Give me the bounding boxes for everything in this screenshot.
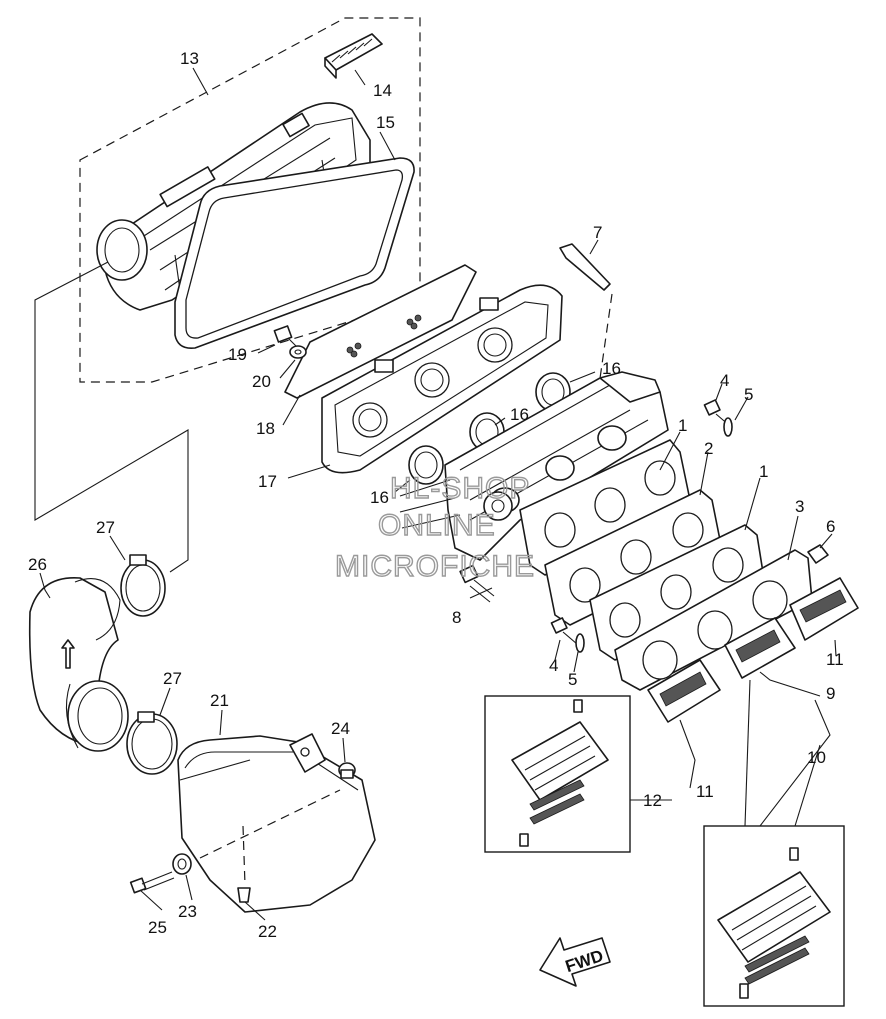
airbox-plate	[284, 264, 477, 399]
callout-4-a: 4	[720, 371, 729, 390]
callout-20: 20	[252, 372, 271, 391]
callout-27-b: 27	[163, 669, 182, 688]
callout-15: 15	[376, 113, 395, 132]
callout-26: 26	[28, 555, 47, 574]
callout-14: 14	[373, 81, 392, 100]
airbox-base	[321, 284, 563, 474]
bolt-4-upper	[703, 399, 731, 427]
callout-2: 2	[704, 439, 713, 458]
callout-1-a: 1	[678, 416, 687, 435]
callout-8: 8	[452, 608, 461, 627]
callout-labels: 13 14 15 7 19 20 18 17 16 16 16 4 5 1 2 …	[28, 49, 844, 941]
reed-valve-block-b	[724, 617, 796, 679]
bolt-8	[459, 564, 495, 603]
callout-1-b: 1	[759, 462, 768, 481]
bolt-19	[273, 325, 297, 347]
bolt-25	[129, 871, 175, 894]
clip-6	[807, 544, 829, 564]
watermark: HL-SHOP ONLINE MICROFICHE	[334, 471, 535, 583]
bolt-4-lower	[550, 617, 578, 645]
reed-valve-block-a	[647, 659, 721, 723]
washer-20	[289, 345, 307, 359]
bolt-24	[338, 762, 356, 779]
watermark-line-2: ONLINE	[378, 509, 496, 542]
callout-17: 17	[258, 472, 277, 491]
callout-13: 13	[180, 49, 199, 68]
callout-7: 7	[593, 223, 602, 242]
callout-11-b: 11	[696, 782, 714, 801]
reed-valve-block-c	[789, 577, 859, 641]
callout-24: 24	[331, 719, 350, 738]
intake-silencer	[324, 33, 383, 79]
callout-22: 22	[258, 922, 277, 941]
callout-10: 10	[807, 748, 826, 767]
washer-5-lower	[575, 633, 585, 653]
callout-16-a: 16	[602, 359, 621, 378]
callout-12: 12	[643, 791, 662, 810]
grommet-23	[172, 853, 192, 875]
callout-25: 25	[148, 918, 167, 937]
washer-5-upper	[723, 417, 733, 437]
connector-line-airbox-duct	[34, 261, 189, 573]
callout-16-b: 16	[510, 405, 529, 424]
callout-19: 19	[228, 345, 247, 364]
hose-clamp-27-lower	[126, 711, 178, 775]
fitting-22	[237, 887, 251, 903]
airbox-seal	[174, 157, 415, 350]
watermark-line-3: MICROFICHE	[335, 550, 535, 583]
callout-18: 18	[256, 419, 275, 438]
intake-adaptor	[177, 733, 376, 913]
reed-kit-10-parts	[717, 847, 831, 999]
reed-kit-12-parts	[511, 699, 609, 847]
callout-5-b: 5	[568, 670, 577, 689]
throttle-body-assembly	[399, 371, 669, 561]
leader-lines	[39, 67, 837, 921]
intake-duct	[28, 577, 129, 752]
gasket-1-lower	[589, 524, 766, 661]
watermark-line-1: HL-SHOP	[390, 472, 530, 505]
callout-21: 21	[210, 691, 229, 710]
hose-clamp-27-upper	[120, 554, 166, 617]
callout-11-a: 11	[826, 650, 844, 669]
callout-27-a: 27	[96, 518, 115, 537]
callout-4-b: 4	[549, 656, 558, 675]
reed-spacer-2	[544, 489, 723, 626]
callout-6: 6	[826, 517, 835, 536]
callout-3: 3	[795, 497, 804, 516]
fwd-arrow-icon: FWD	[539, 937, 611, 987]
airbox-group-outline	[79, 17, 421, 383]
callout-9: 9	[826, 684, 835, 703]
callout-23: 23	[178, 902, 197, 921]
o-ring-16-a	[408, 445, 444, 485]
callout-16-c: 16	[370, 488, 389, 507]
callout-5-a: 5	[744, 385, 753, 404]
